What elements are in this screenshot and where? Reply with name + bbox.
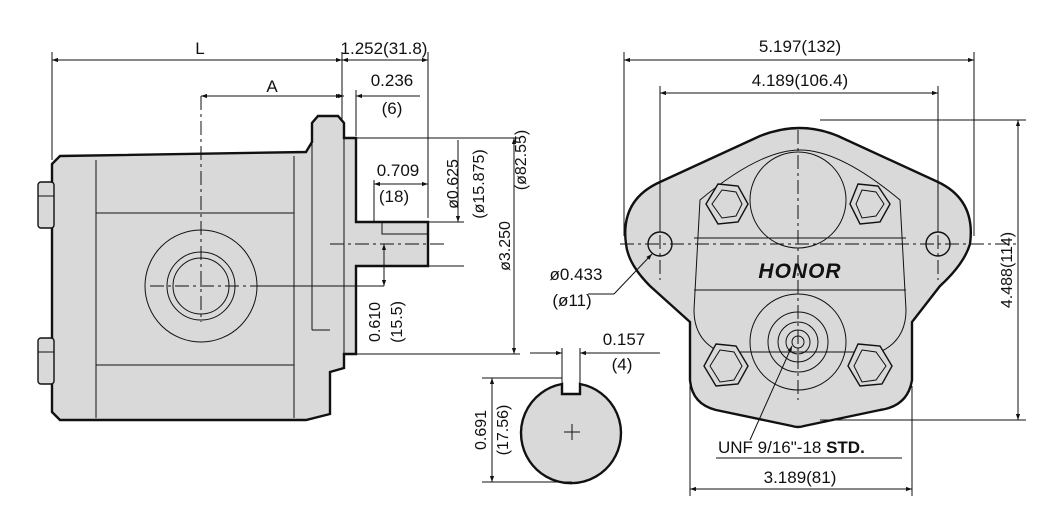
port-thread-std: STD. <box>826 438 865 457</box>
dim-3189-label: 3.189(81) <box>764 468 837 487</box>
dim-l-label: L <box>195 39 204 58</box>
shaft-section-body <box>519 382 623 485</box>
dim-4488-label: 4.488(114) <box>999 232 1016 308</box>
side-dimensions: L A 1.252(31.8) 0.236 (6) 0.709 (18) ø0.… <box>51 39 530 355</box>
side-view <box>37 96 448 422</box>
shaft-section: 0.157 (4) 0.691 (17.56) <box>473 330 660 485</box>
dim-a-label: A <box>266 77 278 96</box>
dim-433-mm: (ø11) <box>552 291 591 310</box>
brand-logo: HONOR <box>758 260 841 283</box>
hex-bolt-bottom-right <box>847 343 893 387</box>
dim-691-label: 0.691 <box>473 410 490 450</box>
dim-236-label: 0.236 <box>371 71 414 90</box>
dim-610-mm: (15.5) <box>389 301 406 343</box>
port-thread-label: UNF 9/16"-18 STD. <box>718 438 865 457</box>
leader-port-thread <box>749 345 793 441</box>
hex-bolt-bottom-left <box>703 343 749 387</box>
dim-157-label: 0.157 <box>603 330 646 349</box>
dim-3250-mm: (ø82.55) <box>513 130 530 190</box>
front-dimensions: 5.197(132) 4.189(106.4) 4.488(114) 3.189… <box>550 37 1026 496</box>
dim-709-mm: (18) <box>379 187 409 206</box>
front-view: HONOR <box>620 126 1020 429</box>
dim-691-mm: (17.56) <box>495 405 512 456</box>
leader-mount-hole <box>613 253 653 295</box>
dim-1252-label: 1.252(31.8) <box>341 39 428 58</box>
shaft-key <box>381 221 429 235</box>
dim-4189-label: 4.189(106.4) <box>752 71 848 90</box>
port-thread-prefix: UNF 9/16"-18 <box>718 438 826 457</box>
brand-band <box>694 237 906 291</box>
pump-body-side <box>50 114 430 422</box>
dim-625-mm: (ø15.875) <box>471 149 488 218</box>
dim-433-label: ø0.433 <box>550 265 603 284</box>
end-bolt-top <box>37 181 55 229</box>
dim-5197-label: 5.197(132) <box>759 37 841 56</box>
dim-157-mm: (4) <box>612 355 633 374</box>
hex-bolt-top-left <box>705 183 749 225</box>
end-bolt-bottom <box>37 337 55 385</box>
dim-3250-label: ø3.250 <box>497 221 514 271</box>
body-inner-outline <box>693 149 907 353</box>
dim-625-label: ø0.625 <box>445 159 462 209</box>
dim-610-label: 0.610 <box>367 302 384 342</box>
dim-709-label: 0.709 <box>377 161 420 180</box>
hex-bolt-top-right <box>849 183 891 225</box>
dim-236-mm: (6) <box>382 99 403 118</box>
